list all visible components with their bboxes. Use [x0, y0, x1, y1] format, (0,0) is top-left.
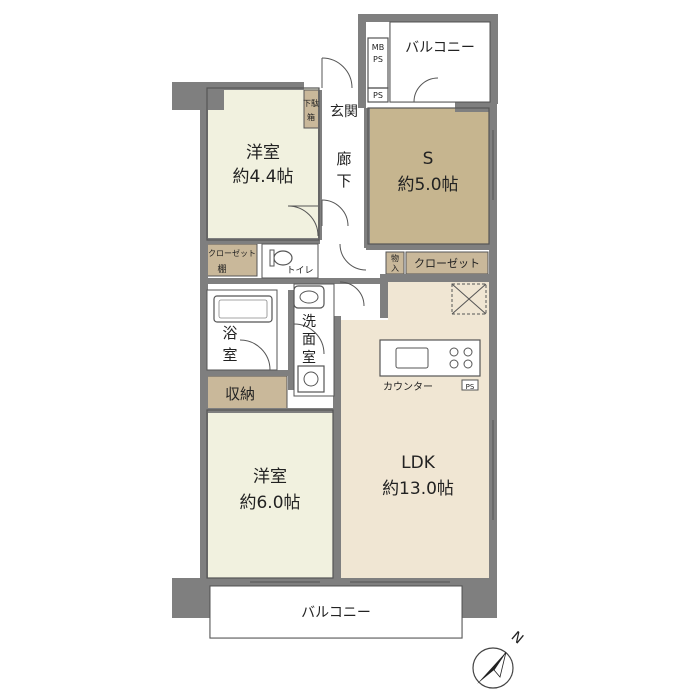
shoe-box — [303, 89, 320, 129]
mb-label: MB — [372, 43, 384, 52]
wash-label-2: 面 — [302, 332, 316, 348]
balcony-bottom — [209, 585, 463, 639]
balcony-top — [389, 21, 491, 103]
western-room-2-floor — [207, 410, 333, 578]
shuno-storage — [206, 375, 288, 411]
bath-label-1: 浴 — [222, 324, 237, 342]
toilet-label: トイレ — [286, 266, 313, 276]
ps-label-2: PS — [373, 91, 383, 100]
storage-label-2: 入 — [391, 264, 399, 273]
storage-label-1: 物 — [391, 253, 399, 263]
washroom — [293, 283, 335, 397]
shuno-label: 収納 — [225, 385, 255, 403]
north-label: N — [508, 629, 526, 648]
ps-label-3: PS — [466, 383, 475, 391]
windows — [250, 130, 494, 583]
western-room-2-name: 洋室 — [253, 467, 287, 487]
s-room-floor — [368, 108, 489, 244]
s-room-size: 約5.0帖 — [397, 175, 458, 195]
stove-icon — [449, 347, 473, 369]
range-hood — [451, 283, 487, 315]
wash-label-1: 洗 — [302, 314, 316, 330]
kitchen-counter — [379, 283, 487, 391]
counter-label: カウンター — [383, 381, 433, 393]
ldk-floor — [339, 282, 489, 578]
bath-room — [206, 289, 278, 371]
shoe-box-label-1: 下駄 — [303, 98, 319, 108]
compass-needle-icon — [477, 652, 506, 684]
compass: N — [472, 629, 526, 689]
balcony-top-label: バルコニー — [405, 40, 475, 56]
corridor-label-2: 下 — [336, 172, 351, 190]
bath-label-2: 室 — [222, 346, 237, 364]
toilet-icon — [273, 250, 293, 266]
ps-label-1: PS — [373, 55, 383, 64]
western-room-1-name: 洋室 — [246, 143, 280, 163]
closet-1-label: クローゼット — [208, 248, 256, 258]
ldk-name: LDK — [401, 453, 436, 473]
room-labels: 洋室 約4.4帖 S 約5.0帖 洋室 約6.0帖 LDK 約13.0帖 バルコ… — [208, 40, 480, 621]
closet-2-label: クローゼット — [414, 257, 480, 270]
western-room-2-size: 約6.0帖 — [239, 493, 300, 513]
kitchen-sink-icon — [395, 347, 429, 369]
s-room-name: S — [423, 149, 434, 169]
shoe-box-label-2: 箱 — [307, 112, 315, 122]
corridor-label-1: 廊 — [336, 150, 351, 168]
western-room-1-floor — [207, 88, 319, 240]
western-room-1-size: 約4.4帖 — [232, 167, 293, 187]
wash-label-3: 室 — [302, 349, 316, 366]
entrance-label: 玄関 — [330, 103, 358, 120]
toilet-room — [261, 243, 319, 279]
doors — [239, 57, 439, 371]
balcony-bottom-label: バルコニー — [301, 605, 371, 621]
shelf-label: 棚 — [217, 263, 226, 275]
ldk-size: 約13.0帖 — [382, 479, 454, 499]
corridor-floor — [321, 88, 368, 278]
